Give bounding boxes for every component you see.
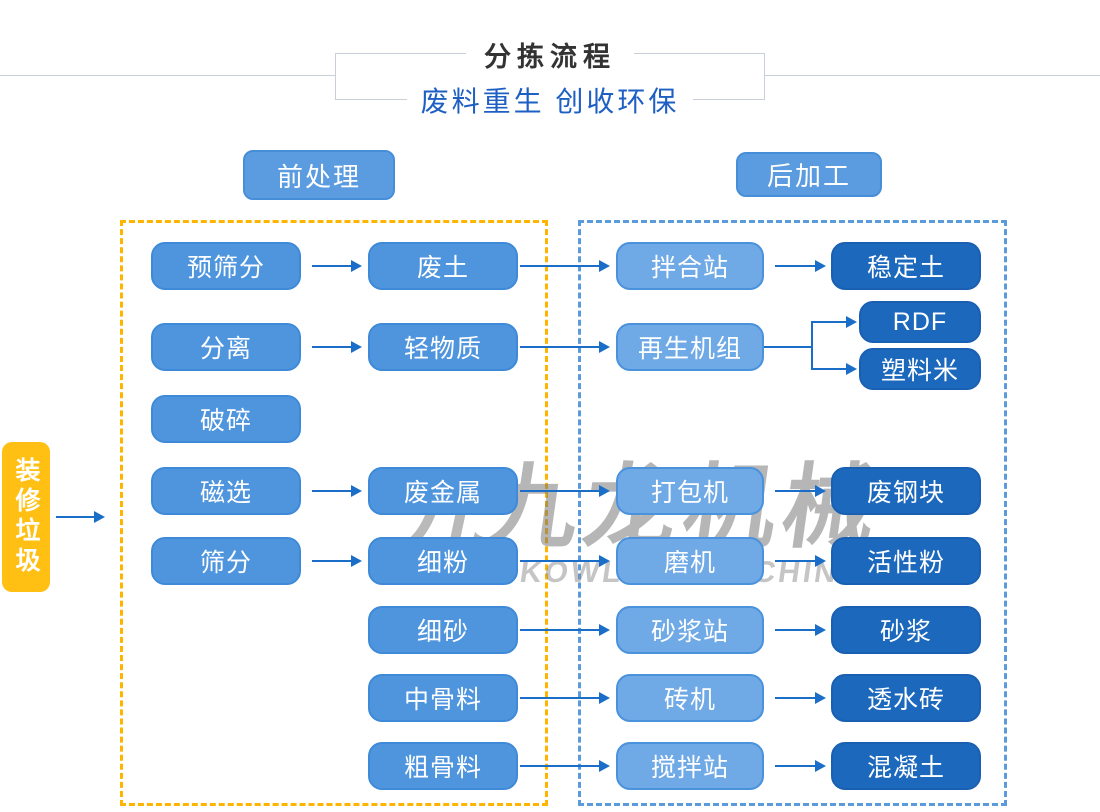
flow-node-stabilized-soil: 稳定土 xyxy=(831,242,981,290)
flow-arrow xyxy=(520,555,610,567)
flow-arrow xyxy=(775,692,826,704)
flow-arrow xyxy=(312,341,362,353)
flow-node-concrete: 混凝土 xyxy=(831,742,981,790)
flow-node-baler: 打包机 xyxy=(616,467,764,515)
post-processing-label: 后加工 xyxy=(736,152,882,197)
flow-arrow xyxy=(520,760,610,772)
flow-arrow xyxy=(775,485,826,497)
flow-node-mortar: 砂浆 xyxy=(831,606,981,654)
header-rule-right xyxy=(765,75,1100,76)
flow-node-plastic-pellets: 塑料米 xyxy=(859,348,981,390)
flow-node-active-powder: 活性粉 xyxy=(831,537,981,585)
header-rule-left xyxy=(0,75,335,76)
flow-line xyxy=(811,322,813,370)
flow-node-pre-screening: 预筛分 xyxy=(151,242,301,290)
flow-node-light-material: 轻物质 xyxy=(368,323,518,371)
flow-arrow xyxy=(56,511,105,523)
flow-node-coarse-aggregate: 粗骨料 xyxy=(368,742,518,790)
source-box-renovation-waste: 装修垃圾 xyxy=(2,442,50,592)
flow-node-mill: 磨机 xyxy=(616,537,764,585)
pre-treatment-label: 前处理 xyxy=(243,150,395,200)
flow-node-mixer-station: 搅拌站 xyxy=(616,742,764,790)
post-processing-zone xyxy=(578,220,1007,806)
flow-node-magnetic-sorting: 磁选 xyxy=(151,467,301,515)
flow-arrow xyxy=(520,341,610,353)
flow-node-mixing-station: 拌合站 xyxy=(616,242,764,290)
flow-node-steel-blocks: 废钢块 xyxy=(831,467,981,515)
flow-node-mortar-station: 砂浆站 xyxy=(616,606,764,654)
flow-node-brick-machine: 砖机 xyxy=(616,674,764,722)
flow-node-rdf: RDF xyxy=(859,301,981,343)
page-title: 分拣流程 xyxy=(0,40,1100,79)
flow-arrow xyxy=(811,316,857,328)
flow-arrow xyxy=(811,363,857,375)
flow-arrow xyxy=(775,555,826,567)
flow-arrow xyxy=(520,260,610,272)
flow-arrow xyxy=(312,260,362,272)
flow-arrow xyxy=(775,760,826,772)
flow-node-waste-soil: 废土 xyxy=(368,242,518,290)
flow-arrow xyxy=(520,624,610,636)
page-subtitle: 废料重生 创收环保 xyxy=(0,85,1100,124)
flow-node-regen-unit: 再生机组 xyxy=(616,323,764,371)
flow-node-medium-aggregate: 中骨料 xyxy=(368,674,518,722)
flow-node-separation: 分离 xyxy=(151,323,301,371)
flow-arrow xyxy=(520,692,610,704)
flow-arrow xyxy=(312,485,362,497)
flow-node-waste-metal: 废金属 xyxy=(368,467,518,515)
pre-treatment-zone xyxy=(120,220,548,806)
flow-arrow xyxy=(312,555,362,567)
flow-arrow xyxy=(775,624,826,636)
page-title-text: 分拣流程 xyxy=(466,42,634,72)
flow-node-screening: 筛分 xyxy=(151,537,301,585)
flow-node-crushing: 破碎 xyxy=(151,395,301,443)
flow-node-permeable-brick: 透水砖 xyxy=(831,674,981,722)
flow-node-fine-sand: 细砂 xyxy=(368,606,518,654)
page-subtitle-text: 废料重生 创收环保 xyxy=(406,86,694,117)
flow-arrow xyxy=(520,485,610,497)
flow-node-fine-powder: 细粉 xyxy=(368,537,518,585)
flow-arrow xyxy=(775,260,826,272)
flow-line xyxy=(764,346,812,348)
